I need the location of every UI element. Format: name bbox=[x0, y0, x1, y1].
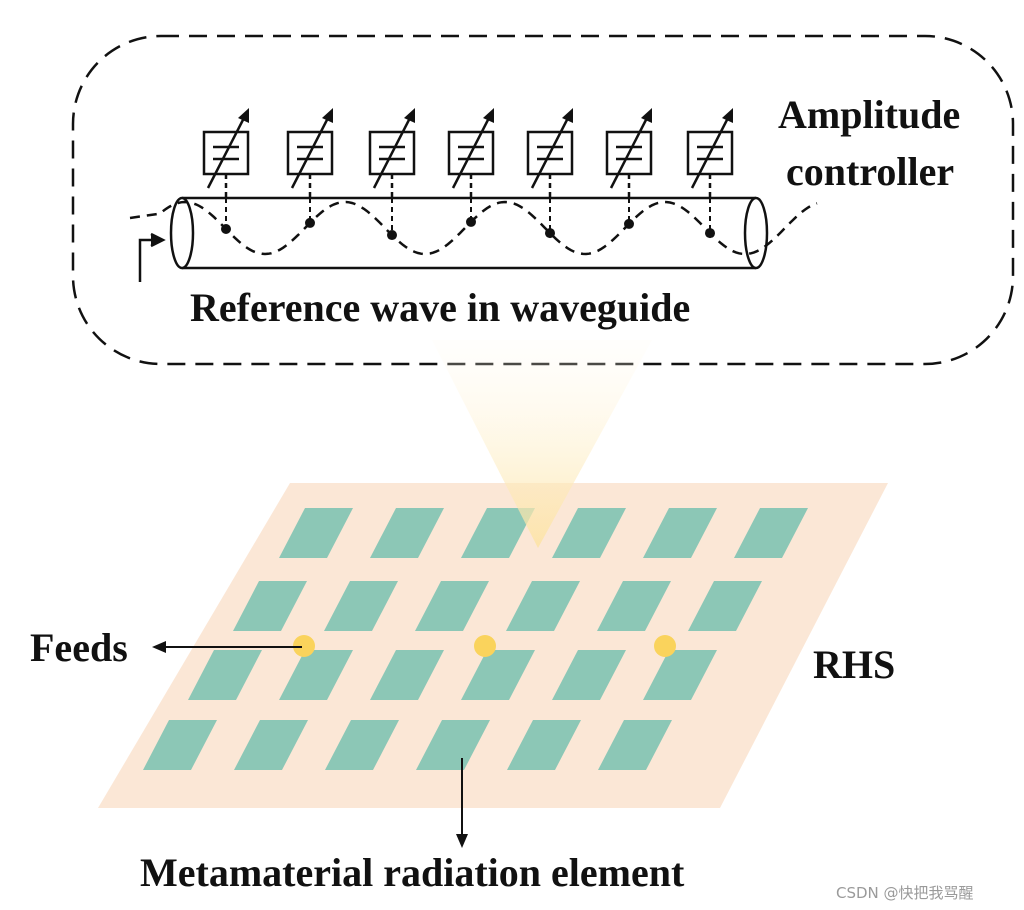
amplitude-controller bbox=[368, 108, 416, 241]
metamaterial-patch bbox=[688, 581, 762, 631]
tuning-arrow bbox=[372, 113, 414, 189]
tuning-arrow bbox=[290, 113, 332, 189]
tuning-arrowhead bbox=[404, 108, 415, 123]
tuning-arrowhead bbox=[483, 108, 494, 123]
amplitude-controller bbox=[526, 108, 574, 239]
tuning-arrow bbox=[690, 113, 732, 189]
tuning-arrowhead bbox=[562, 108, 573, 123]
probe-dot bbox=[305, 217, 315, 228]
metamaterial-patch bbox=[233, 581, 307, 631]
amplitude-controller bbox=[286, 108, 334, 228]
waveguide bbox=[169, 196, 769, 270]
metamaterial-patch bbox=[234, 720, 308, 770]
metamaterial-patch bbox=[598, 720, 672, 770]
metamaterial-element-label: Metamaterial radiation element bbox=[140, 850, 685, 895]
tuning-arrowhead bbox=[322, 108, 333, 123]
metamaterial-patch bbox=[325, 720, 399, 770]
rhs-label: RHS bbox=[813, 642, 896, 687]
feed-point bbox=[474, 635, 496, 657]
tuning-arrowhead bbox=[641, 108, 652, 123]
amplitude-controller-label-line1: Amplitude bbox=[778, 92, 961, 137]
metamaterial-patch bbox=[416, 720, 490, 770]
metamaterial-patch bbox=[734, 508, 808, 558]
probe-dot bbox=[545, 228, 555, 239]
csdn-watermark: CSDN @快把我骂醒 bbox=[836, 884, 974, 902]
tuning-arrowhead bbox=[722, 108, 733, 123]
probe-dot bbox=[221, 224, 231, 235]
beam-projection bbox=[432, 340, 652, 548]
metamaterial-patch bbox=[506, 581, 580, 631]
metamaterial-patch bbox=[415, 581, 489, 631]
feeds-label: Feeds bbox=[30, 625, 128, 670]
element-pointer-arrow bbox=[456, 758, 468, 848]
amplitude-controllers bbox=[202, 108, 734, 241]
amplitude-controller bbox=[605, 108, 653, 229]
amplitude-controller bbox=[447, 108, 495, 227]
metamaterial-patch bbox=[279, 650, 353, 700]
metamaterial-patch bbox=[461, 650, 535, 700]
feed-point bbox=[654, 635, 676, 657]
reference-wave-label: Reference wave in waveguide bbox=[190, 285, 691, 330]
feeds-pointer-arrow bbox=[152, 641, 302, 653]
metamaterial-patch bbox=[552, 508, 626, 558]
metamaterial-patch bbox=[188, 650, 262, 700]
metamaterial-patch bbox=[324, 581, 398, 631]
amplitude-controller bbox=[686, 108, 734, 239]
feed-point bbox=[293, 635, 315, 657]
input-arrow bbox=[138, 232, 166, 282]
metamaterial-patch-array bbox=[143, 508, 808, 770]
feed-points bbox=[293, 635, 676, 657]
metamaterial-patch bbox=[643, 508, 717, 558]
reference-wave bbox=[129, 200, 818, 256]
metamaterial-patch bbox=[279, 508, 353, 558]
metamaterial-patch bbox=[552, 650, 626, 700]
metamaterial-patch bbox=[461, 508, 535, 558]
amplitude-controller bbox=[202, 108, 250, 235]
amplitude-controller-label-line2: controller bbox=[786, 149, 955, 194]
metamaterial-patch bbox=[370, 508, 444, 558]
metamaterial-patch bbox=[143, 720, 217, 770]
probe-dot bbox=[624, 218, 634, 229]
tuning-arrowhead bbox=[238, 108, 249, 123]
probe-dot bbox=[705, 228, 715, 239]
tuning-arrow bbox=[609, 113, 651, 189]
metamaterial-patch bbox=[643, 650, 717, 700]
probe-dot bbox=[387, 230, 397, 241]
tuning-arrow bbox=[206, 113, 248, 189]
metamaterial-patch bbox=[507, 720, 581, 770]
tuning-arrow bbox=[530, 113, 572, 189]
tuning-arrow bbox=[451, 113, 493, 189]
metamaterial-patch bbox=[597, 581, 671, 631]
metamaterial-patch bbox=[370, 650, 444, 700]
probe-dot bbox=[466, 216, 476, 227]
